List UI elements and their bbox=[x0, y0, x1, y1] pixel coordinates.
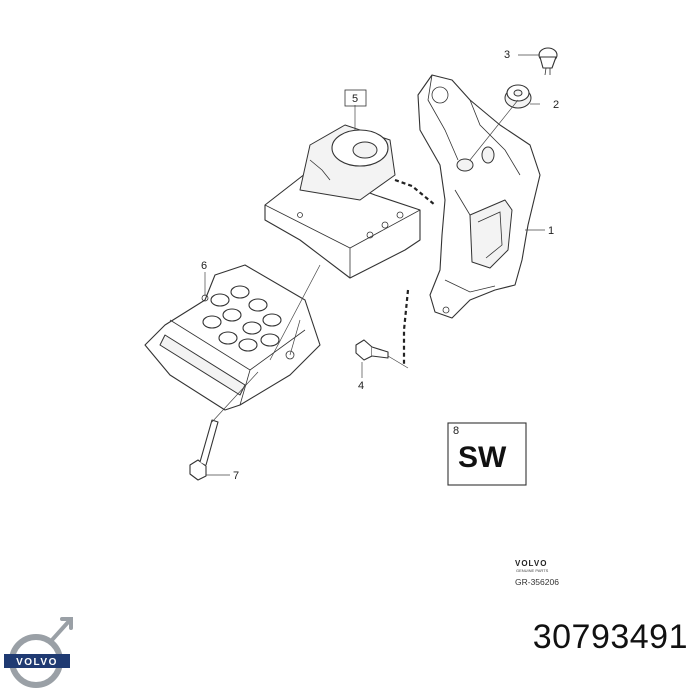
module-valve-grid bbox=[202, 285, 282, 352]
bracket-part-1 bbox=[417, 74, 541, 319]
callout-2: 2 bbox=[553, 99, 559, 111]
hydraulic-unit-part-5 bbox=[264, 124, 421, 279]
stamp-subtitle: GENUINE PARTS bbox=[516, 568, 549, 573]
callout-5: 5 bbox=[352, 93, 358, 105]
logo-wordmark: VOLVO bbox=[16, 657, 58, 668]
dashed-link-upper bbox=[394, 178, 436, 206]
part-number: 30793491 bbox=[532, 618, 688, 656]
grommet-part-2 bbox=[504, 84, 532, 109]
stamp-brand-name: VOLVO bbox=[515, 559, 547, 568]
assembly-line-bolt bbox=[387, 355, 409, 369]
callout-4: 4 bbox=[358, 380, 364, 392]
callout-6: 6 bbox=[201, 260, 207, 272]
callout-5-box bbox=[344, 89, 367, 107]
diagram-reference: GR-356206 bbox=[515, 577, 559, 587]
callout-3: 3 bbox=[504, 49, 510, 61]
assembly-line-module-pin bbox=[289, 319, 301, 356]
assembly-line-long-bolt bbox=[211, 371, 259, 423]
genuine-parts-stamp: VOLVO GENUINE PARTS GR-356206 bbox=[515, 559, 559, 587]
software-box-part-8: 8 SW bbox=[447, 422, 527, 486]
assembly-line-grommet bbox=[469, 99, 519, 161]
long-bolt-part-7 bbox=[189, 419, 219, 481]
callout-7: 7 bbox=[233, 470, 239, 482]
control-module-part-6 bbox=[144, 264, 321, 411]
callout-8: 8 bbox=[453, 425, 459, 437]
logo-bar bbox=[4, 654, 70, 668]
assembly-line-module bbox=[269, 264, 321, 361]
volvo-logo: VOLVO bbox=[4, 617, 73, 688]
dashed-link-lower bbox=[402, 289, 410, 365]
callout-1: 1 bbox=[548, 225, 554, 237]
screw-part-3 bbox=[538, 47, 558, 76]
software-label: SW bbox=[458, 441, 507, 474]
logo-arrow bbox=[50, 617, 73, 642]
bolt-part-4 bbox=[355, 339, 389, 361]
